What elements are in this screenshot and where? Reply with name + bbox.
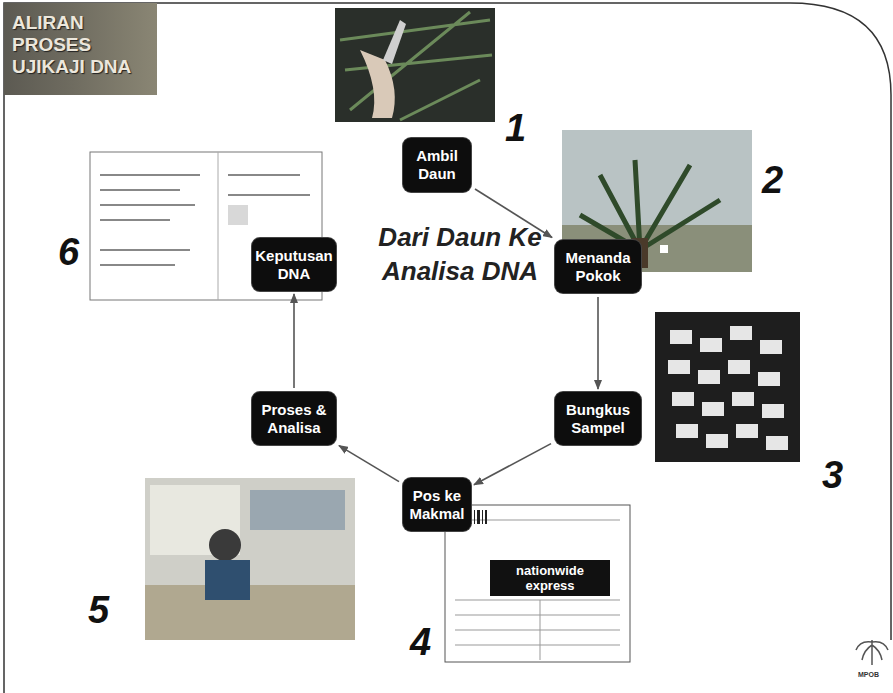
callout-number: 1 [505,108,526,148]
sample-packets-photo [655,312,800,462]
process-box: Ambil Daun [403,138,471,192]
leaf-photo [335,8,495,122]
box-text: Menanda Pokok [562,249,634,285]
courier-stamp: nationwide express [490,560,610,596]
callout-number: 3 [822,455,843,495]
lab-photo [145,478,355,640]
flow-arrow [597,297,599,389]
title-box: ALIRAN PROSES UJIKAJI DNA [4,3,157,95]
process-box: Pos ke Makmal [403,478,471,531]
callout-number: 6 [58,232,79,272]
process-box: Proses & Analisa [252,392,336,445]
box-text: Ambil Daun [410,147,464,183]
logo-text: MPOB [858,671,879,679]
consignment-note [445,505,630,662]
page-frame [4,3,891,693]
mpob-logo [856,640,888,665]
box-text: Bungkus Sampel [562,401,634,437]
process-box: Menanda Pokok [555,240,641,293]
box-text: Pos ke Makmal [409,487,464,523]
callout-number: 4 [410,622,431,662]
centre-caption: Dari Daun Ke Analisa DNA [350,220,570,288]
flow-arrow [293,294,295,388]
box-text: Proses & Analisa [259,401,329,437]
flow-arrow [474,444,551,485]
process-box: Keputusan DNA [252,238,336,291]
callout-number: 2 [762,160,783,200]
callout-number: 5 [88,590,109,630]
box-text: Keputusan DNA [255,247,333,283]
flow-arrow [339,446,399,482]
process-box: Bungkus Sampel [555,392,641,445]
